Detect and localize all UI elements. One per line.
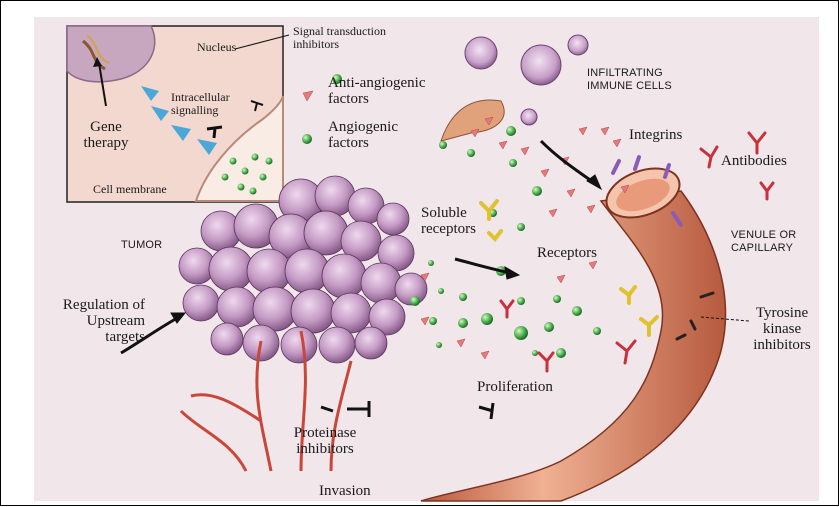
upstream-line1: Regulation of — [41, 297, 145, 313]
integrins-label: Integrins — [629, 127, 682, 143]
signal-line2: inhibitors — [293, 38, 386, 51]
soluble-line1: Soluble — [421, 205, 476, 221]
receptors-label: Receptors — [537, 245, 597, 261]
gene-therapy-line2: therapy — [71, 135, 141, 151]
tyrosine-line1: Tyrosine — [743, 305, 821, 321]
venule-line2: CAPILLARY — [731, 242, 796, 255]
proteinase-line2: inhibitors — [283, 441, 367, 457]
invasion-label: Invasion — [319, 483, 371, 499]
angio-line2: factors — [328, 135, 398, 151]
tyrosine-line3: inhibitors — [743, 337, 821, 353]
immune-line2: IMMUNE CELLS — [587, 80, 672, 93]
upstream-line3: targets — [41, 329, 145, 345]
anti-angiogenic-label: Anti-angiogenic factors — [328, 75, 425, 107]
proteinase-line1: Proteinase — [283, 425, 367, 441]
tyrosine-line2: kinase — [743, 321, 821, 337]
soluble-receptors-label: Soluble receptors — [421, 205, 476, 237]
gene-therapy-line1: Gene — [71, 119, 141, 135]
gene-therapy-label: Gene therapy — [71, 119, 141, 151]
immune-line1: INFILTRATING — [587, 67, 672, 80]
angiogenic-label: Angiogenic factors — [328, 119, 398, 151]
immune-cells-label: INFILTRATING IMMUNE CELLS — [587, 67, 672, 93]
upstream-targets-label: Regulation of Upstream targets — [41, 297, 145, 345]
angio-line1: Angiogenic — [328, 119, 398, 135]
venule-line1: VENULE OR — [731, 229, 796, 242]
nucleus-label: Nucleus — [197, 41, 236, 54]
tumor-label: TUMOR — [121, 239, 162, 252]
intracellular-line2: signalling — [171, 104, 230, 117]
proteinase-inhibitors-label: Proteinase inhibitors — [283, 425, 367, 457]
proliferation-label: Proliferation — [477, 379, 553, 395]
cell-membrane-label: Cell membrane — [93, 183, 167, 196]
antibodies-label: Antibodies — [721, 153, 787, 169]
tyrosine-kinase-label: Tyrosine kinase inhibitors — [743, 305, 821, 353]
anti-line2: factors — [328, 91, 425, 107]
upstream-line2: Upstream — [41, 313, 145, 329]
anti-line1: Anti-angiogenic — [328, 75, 425, 91]
venule-label: VENULE OR CAPILLARY — [731, 229, 796, 255]
soluble-line2: receptors — [421, 221, 476, 237]
intracellular-label: Intracellular signalling — [171, 91, 230, 117]
signal-inhibitors-label: Signal transduction inhibitors — [293, 25, 386, 51]
